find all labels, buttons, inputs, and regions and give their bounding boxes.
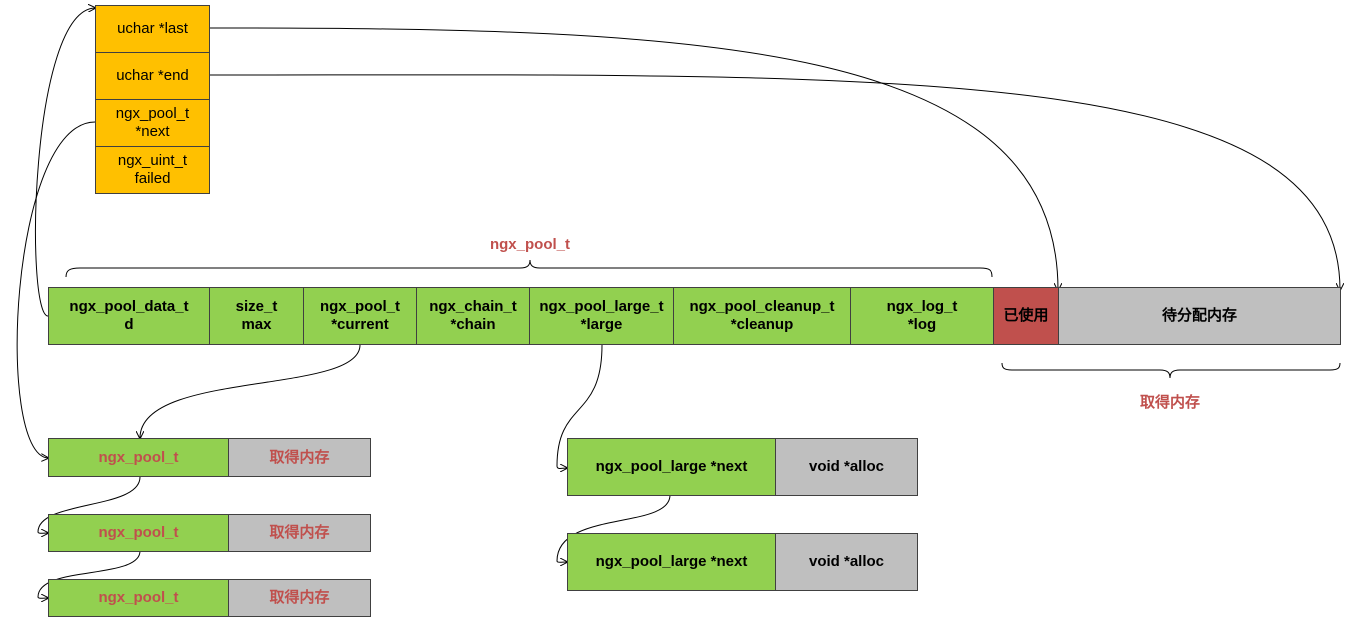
obtain-brace [1001,362,1341,379]
obtain-memory-label: 取得内存 [1139,394,1200,411]
chain-pool-2: ngx_pool_t [48,514,229,552]
pool-field-max: size_t max [209,287,304,345]
field-last: uchar *last [95,5,210,53]
chain-mem-1: 取得内存 [228,438,371,477]
pool-brace [65,259,993,278]
pool-field-cleanup: ngx_pool_cleanup_t *cleanup [673,287,851,345]
next-arrow [16,121,96,458]
large-node-2: ngx_pool_large *next [567,533,776,591]
chain-pool-1: ngx_pool_t [48,438,229,477]
pool-field-large: ngx_pool_large_t *large [529,287,674,345]
pool-field-log: ngx_log_t *log [850,287,994,345]
large-alloc-1: void *alloc [775,438,918,496]
pool-field-d: ngx_pool_data_t d [48,287,210,345]
pool-field-chain: ngx_chain_t *chain [416,287,530,345]
large-alloc-2: void *alloc [775,533,918,591]
chain-mem-3: 取得内存 [228,579,371,617]
field-next: ngx_pool_t *next [95,99,210,147]
pool-title: ngx_pool_t [489,236,570,253]
chain-pool-3: ngx_pool_t [48,579,229,617]
large-chain-arrow [556,494,671,562]
current-arrow [140,344,361,438]
data-link-arrow [35,8,95,317]
used-memory: 已使用 [993,287,1059,345]
free-memory: 待分配内存 [1058,287,1341,345]
end-arrow [208,74,1340,290]
pool-field-current: ngx_pool_t *current [303,287,417,345]
pool-chain-arrow-2 [37,550,141,598]
large-arrow [556,344,603,469]
pool-chain-arrow-1 [37,476,141,533]
chain-mem-2: 取得内存 [228,514,371,552]
large-node-1: ngx_pool_large *next [567,438,776,496]
last-arrow [208,27,1058,290]
field-end: uchar *end [95,52,210,100]
field-failed: ngx_uint_t failed [95,146,210,194]
